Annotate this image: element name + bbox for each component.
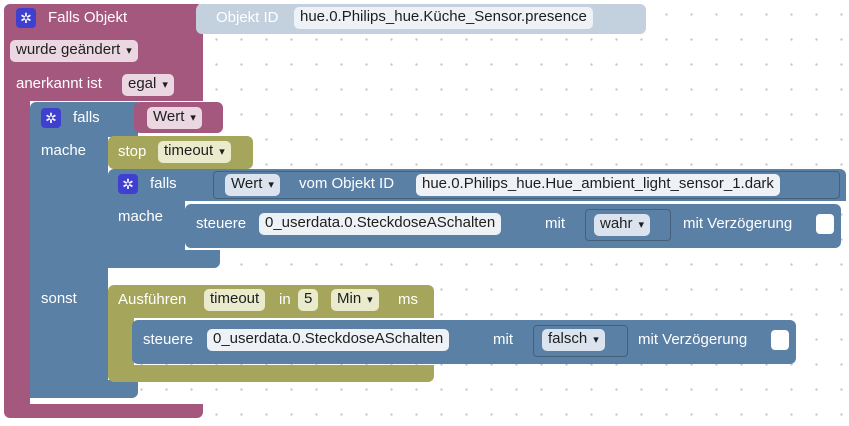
timeout-block[interactable] bbox=[108, 285, 434, 318]
timeout-suffix: ms bbox=[398, 291, 418, 308]
delay-checkbox-2[interactable] bbox=[771, 330, 789, 350]
inner-if-block-footer bbox=[108, 250, 220, 268]
trigger-block-spine bbox=[4, 100, 30, 405]
timeout-in-label: in bbox=[279, 291, 291, 308]
timeout-label: Ausführen bbox=[118, 291, 187, 308]
acknowledged-dropdown[interactable]: egal bbox=[122, 74, 174, 96]
control-value-socket bbox=[585, 209, 671, 241]
delay-checkbox[interactable] bbox=[816, 214, 834, 234]
trigger-block-footer bbox=[4, 404, 203, 418]
stop-timeout-dropdown[interactable]: timeout bbox=[158, 141, 231, 163]
timeout-name-field[interactable]: timeout bbox=[204, 289, 266, 311]
control2-with-label: mit bbox=[493, 331, 513, 348]
control2-target-field[interactable]: 0_userdata.0.SteckdoseASchalten bbox=[207, 329, 450, 351]
control-label: steuere bbox=[196, 215, 247, 232]
control2-label: steuere bbox=[143, 331, 194, 348]
if-settings-gear-icon[interactable]: ✲ bbox=[41, 108, 61, 128]
object-id-field[interactable]: hue.0.Philips_hue.Küche_Sensor.presence bbox=[294, 7, 593, 29]
control2-delay-label: mit Verzögerung bbox=[638, 331, 748, 348]
acknowledged-label: anerkannt ist bbox=[16, 75, 102, 92]
control-target-field[interactable]: 0_userdata.0.SteckdoseASchalten bbox=[259, 213, 502, 235]
timeout-block-footer bbox=[108, 365, 434, 382]
if-label: falls bbox=[73, 109, 100, 126]
control-value-dropdown[interactable]: wahr bbox=[594, 214, 651, 236]
timeout-block-spine bbox=[108, 317, 134, 367]
inner-if-gear-icon[interactable]: ✲ bbox=[118, 174, 138, 194]
control2-value-socket bbox=[533, 325, 628, 357]
value-dropdown[interactable]: Wert bbox=[147, 107, 202, 129]
then-label: mache bbox=[41, 142, 87, 159]
condition-dropdown[interactable]: wurde geändert bbox=[10, 40, 138, 62]
inner-condition-socket bbox=[213, 171, 840, 199]
if-else-block-footer bbox=[30, 380, 138, 398]
control-delay-label: mit Verzögerung bbox=[683, 215, 793, 232]
settings-gear-icon[interactable]: ✲ bbox=[16, 8, 36, 28]
inner-object-id-field[interactable]: hue.0.Philips_hue.Hue_ambient_light_sens… bbox=[416, 174, 780, 196]
inner-if-label: falls bbox=[150, 175, 177, 192]
inner-value-dropdown[interactable]: Wert bbox=[225, 174, 280, 196]
control2-value-dropdown[interactable]: falsch bbox=[542, 329, 605, 351]
inner-then-label: mache bbox=[118, 208, 164, 225]
object-id-label: Objekt ID bbox=[216, 9, 279, 26]
timeout-amount-field[interactable]: 5 bbox=[298, 289, 319, 311]
stop-label: stop bbox=[118, 143, 147, 160]
control-with-label: mit bbox=[545, 215, 565, 232]
trigger-title: Falls Objekt bbox=[48, 9, 128, 26]
if-else-block-spine bbox=[30, 136, 108, 398]
timeout-unit-dropdown[interactable]: Min bbox=[331, 289, 379, 311]
from-object-label: vom Objekt ID bbox=[299, 175, 395, 192]
else-label: sonst bbox=[41, 290, 77, 307]
